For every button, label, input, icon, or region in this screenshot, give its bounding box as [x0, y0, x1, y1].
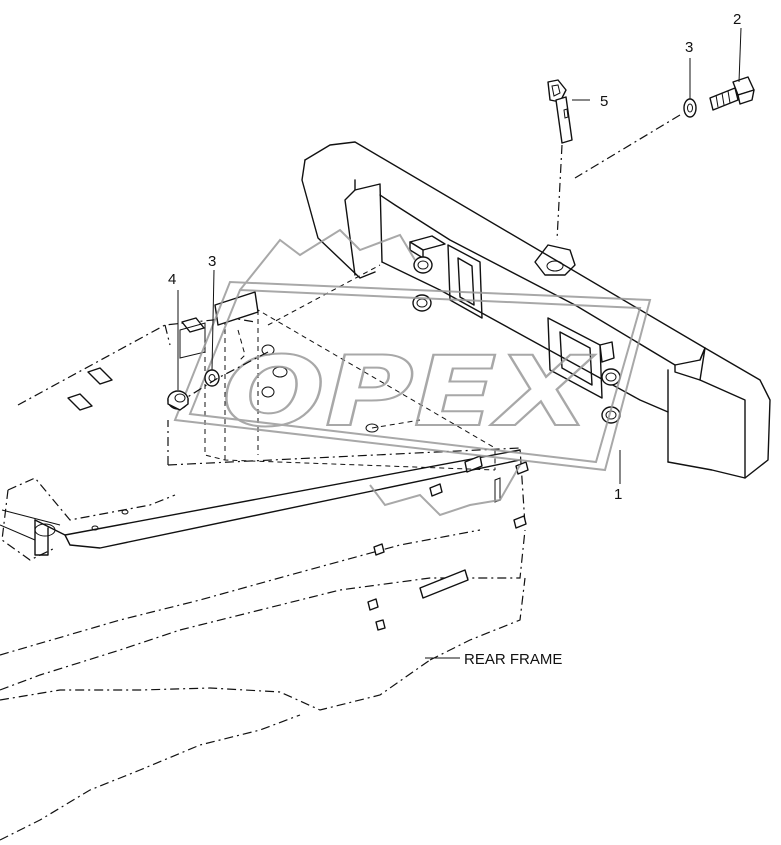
washer-part-3-left [204, 269, 220, 387]
callout-1: 1 [614, 486, 622, 503]
leader-lines [185, 114, 681, 659]
nut-part-4 [167, 290, 189, 411]
rear-frame [0, 317, 529, 841]
callout-5: 5 [600, 93, 608, 110]
opex-watermark: OPEX [173, 228, 652, 517]
rear-frame-label: REAR FRAME [464, 651, 562, 668]
callout-3-top: 3 [685, 39, 693, 56]
counterweight [301, 141, 771, 479]
callouts: 2 3 5 3 4 1 REAR FRAME [168, 11, 741, 668]
bolt-part-2 [709, 27, 755, 111]
washer-part-3-top [683, 58, 697, 118]
callout-2: 2 [733, 11, 741, 28]
callout-3-left: 3 [208, 253, 216, 270]
pin-part-5 [547, 79, 590, 144]
watermark-text: OPEX [222, 336, 595, 448]
callout-4: 4 [168, 271, 176, 288]
mounting-plate [179, 264, 496, 471]
